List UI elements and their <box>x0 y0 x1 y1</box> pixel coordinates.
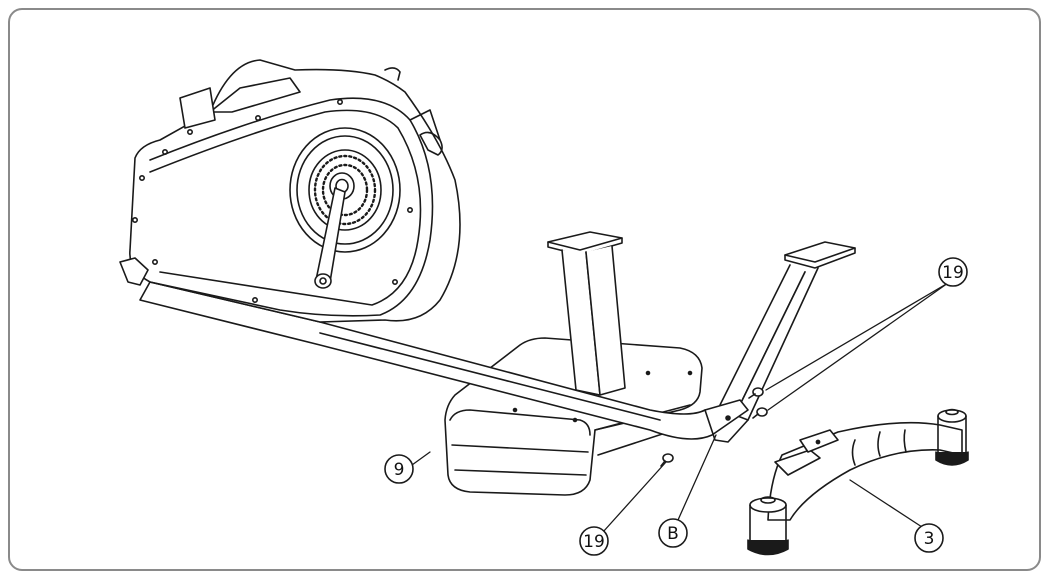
front-stabilizer <box>747 408 969 556</box>
callout-19-upper: 19 <box>938 257 968 287</box>
flywheel-housing <box>119 59 461 323</box>
callout-B-label: B <box>667 524 679 544</box>
bolt <box>660 387 768 467</box>
callout-19-upper-label: 19 <box>942 263 964 283</box>
callout-9-label: 9 <box>394 460 405 480</box>
callout-B: B <box>658 518 688 548</box>
callout-3: 3 <box>914 523 944 553</box>
callout-19-lower-label: 19 <box>583 532 605 552</box>
callout-3-label: 3 <box>924 529 935 549</box>
bolt-left <box>660 453 674 467</box>
crank-arm <box>314 187 346 289</box>
bolt-lower <box>752 407 768 419</box>
callout-9: 9 <box>384 454 414 484</box>
callout-19-lower: 19 <box>579 526 609 556</box>
bolt-upper <box>748 387 764 399</box>
front-post-right <box>719 241 856 421</box>
main-frame-tube <box>139 281 749 443</box>
front-post-left <box>547 231 626 396</box>
leader-lines <box>411 282 949 533</box>
